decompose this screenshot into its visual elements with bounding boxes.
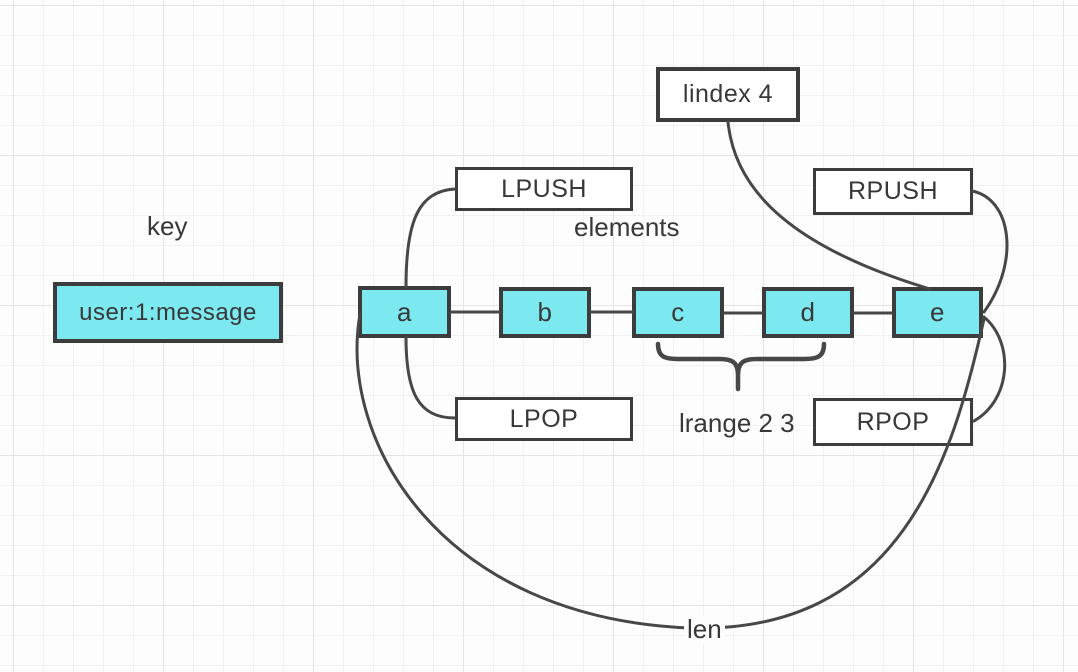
lrange-brace (655, 341, 827, 392)
len-connector (355, 312, 986, 630)
list-cell-d: d (762, 287, 854, 338)
lpush-connector (404, 187, 457, 289)
elements-label: elements (574, 212, 680, 242)
lpop-node: LPOP (455, 397, 633, 441)
key-label: key (147, 211, 188, 241)
rpop-node: RPOP (813, 398, 973, 446)
key-node: user:1:message (53, 282, 283, 343)
list-cell-a: a (358, 286, 451, 338)
list-cell-e: e (892, 287, 983, 338)
lindex-node: lindex 4 (656, 67, 800, 122)
lpop-connector (404, 335, 457, 420)
lrange-label: lrange 2 3 (679, 408, 795, 438)
rpush-node: RPUSH (813, 168, 973, 215)
len-label: len (684, 615, 725, 644)
list-cell-b: b (499, 287, 591, 338)
lpush-node: LPUSH (455, 167, 633, 211)
list-cell-c: c (632, 287, 724, 338)
